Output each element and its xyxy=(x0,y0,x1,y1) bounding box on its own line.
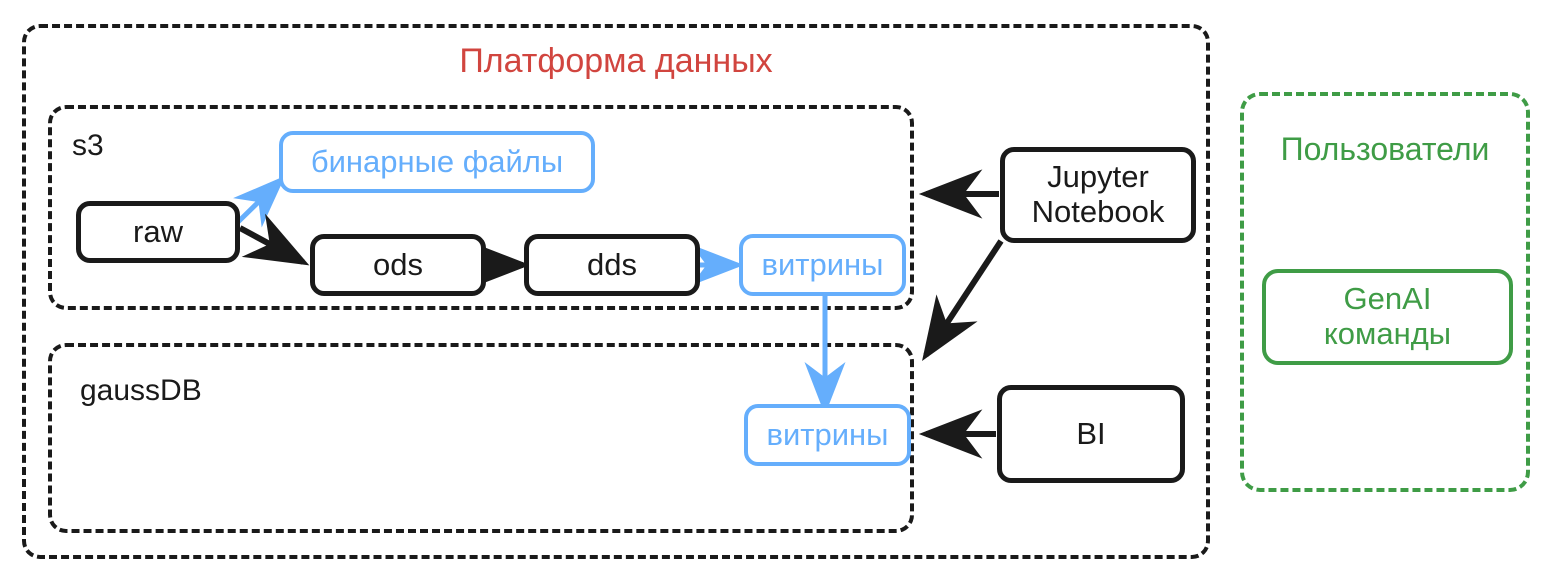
node-jupyter-notebook[interactable]: Jupyter Notebook xyxy=(1000,147,1196,243)
node-marts-gaussdb[interactable]: витрины xyxy=(744,404,911,466)
node-binary-files[interactable]: бинарные файлы xyxy=(279,131,595,193)
group-gaussdb xyxy=(48,343,914,533)
jupyter-line-1: Jupyter xyxy=(1047,159,1149,195)
group-s3 xyxy=(48,105,914,310)
node-bi[interactable]: BI xyxy=(997,385,1185,483)
node-raw[interactable]: raw xyxy=(76,201,240,263)
jupyter-line-2: Notebook xyxy=(1031,194,1165,229)
node-ods[interactable]: ods xyxy=(310,234,486,296)
genai-line-1: GenAI xyxy=(1343,281,1432,317)
genai-line-2: команды xyxy=(1323,316,1452,351)
s3-label: s3 xyxy=(72,129,104,162)
gaussdb-label: gaussDB xyxy=(80,374,202,407)
node-dds[interactable]: dds xyxy=(524,234,700,296)
node-marts-s3[interactable]: витрины xyxy=(739,234,906,296)
node-genai-komandy[interactable]: GenAI команды xyxy=(1262,269,1513,365)
platform-title: Платформа данных xyxy=(459,42,773,80)
users-title: Пользователи xyxy=(1280,131,1490,167)
group-platforma-dannyh xyxy=(22,24,1210,559)
group-polzovateli xyxy=(1240,92,1530,492)
